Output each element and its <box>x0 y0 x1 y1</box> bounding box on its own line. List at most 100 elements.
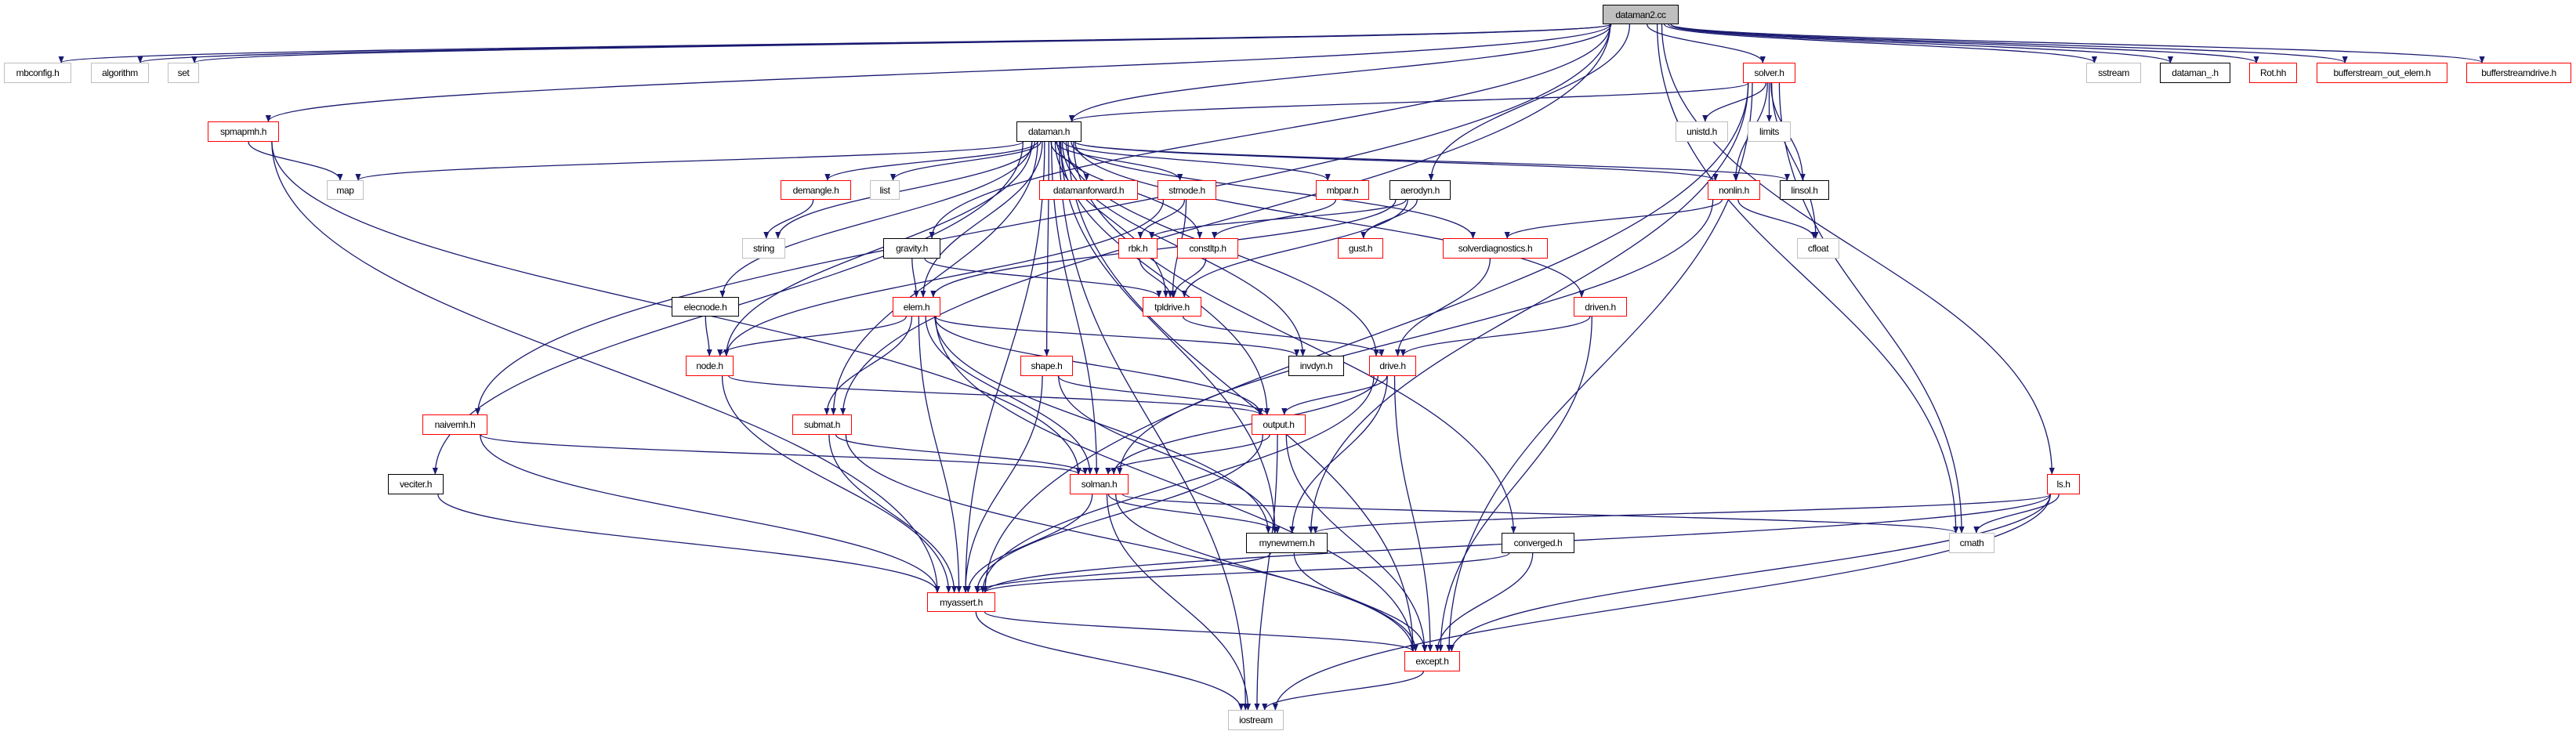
edge-drive-h-to-solman-h <box>1110 375 1379 475</box>
edge-strnode-h-to-rbk-h <box>1137 199 1186 239</box>
node-label: tpldrive.h <box>1154 301 1190 313</box>
graph-node-gust-h[interactable]: gust.h <box>1338 238 1383 259</box>
graph-node-node-h[interactable]: node.h <box>686 356 734 376</box>
graph-node-list: list <box>870 180 900 200</box>
graph-node-naivemh-h[interactable]: naivemh.h <box>422 414 487 435</box>
edge-dataman2-cc-to-cmath <box>1656 24 1959 534</box>
edge-dataman2-cc-to-rot-hh <box>1670 24 2259 63</box>
edge-aerodyn-h-to-elem-h <box>930 199 1397 298</box>
graph-node-output-h[interactable]: output.h <box>1252 414 1306 435</box>
edge-elecnode-h-to-node-h <box>705 316 712 356</box>
graph-node-converged-h[interactable]: converged.h <box>1502 533 1574 553</box>
edge-dataman-h-to-elecnode-h <box>719 141 1033 298</box>
edge-elem-h-to-mynewmem-h <box>934 316 1271 534</box>
graph-node-spmapmh-h[interactable]: spmapmh.h <box>208 121 279 142</box>
edge-dataman-h-to-mynewmem-h <box>1060 141 1278 534</box>
graph-node-solver-h[interactable]: solver.h <box>1743 63 1795 83</box>
graph-node-limits: limits <box>1748 121 1791 142</box>
graph-node-ls-h[interactable]: ls.h <box>2047 474 2080 494</box>
node-label: elem.h <box>903 301 930 313</box>
graph-node-datamanforward-h[interactable]: datamanforward.h <box>1039 180 1138 200</box>
node-label: bufferstream_out_elem.h <box>2333 67 2431 78</box>
graph-node-myassert-h[interactable]: myassert.h <box>927 592 995 612</box>
edge-converged-h-to-myassert-h <box>982 552 1510 593</box>
graph-node-constltp-h[interactable]: constltp.h <box>1177 238 1238 259</box>
node-label: limits <box>1759 126 1779 137</box>
graph-node-driven-h[interactable]: driven.h <box>1574 297 1627 317</box>
graph-node-linsol-h[interactable]: linsol.h <box>1780 180 1829 200</box>
graph-node-cmath: cmath <box>1949 533 1994 553</box>
graph-node-string: string <box>742 238 785 259</box>
graph-node-bufferstream-out-elem-h[interactable]: bufferstream_out_elem.h <box>2317 63 2447 83</box>
edge-dataman2-cc-to-spmapmh-h <box>266 24 1611 122</box>
graph-node-dataman2-cc[interactable]: dataman2.cc <box>1603 5 1679 24</box>
node-label: except.h <box>1415 656 1449 667</box>
graph-node-submat-h[interactable]: submat.h <box>792 414 852 435</box>
node-label: cfloat <box>1807 243 1829 254</box>
graph-node-mynewmem-h[interactable]: mynewmem.h <box>1246 533 1328 553</box>
graph-node-drive-h[interactable]: drive.h <box>1369 356 1416 376</box>
edge-dataman2-cc-to-gravity-h <box>929 24 1611 239</box>
node-label: submat.h <box>803 419 841 430</box>
edge-elem-h-to-submat-h <box>824 316 913 415</box>
graph-node-bufferstreamdrive-h[interactable]: bufferstreamdrive.h <box>2466 63 2571 83</box>
edge-dataman-h-to-shape-h <box>1044 141 1050 356</box>
edge-veciter-h-to-myassert-h <box>437 494 940 593</box>
graph-node-strnode-h[interactable]: strnode.h <box>1158 180 1216 200</box>
edge-dataman2-cc-to-dataman-h <box>1668 24 2173 63</box>
edge-solver-h-to-dataman-h <box>1069 82 1749 122</box>
edge-dataman2-cc-to-solver-h <box>1647 24 1766 63</box>
node-label: gravity.h <box>896 243 928 254</box>
edge-submat-h-to-solman-h <box>835 434 1089 475</box>
node-label: aerodyn.h <box>1400 184 1440 196</box>
graph-node-mbpar-h[interactable]: mbpar.h <box>1316 180 1369 200</box>
edge-ls-h-to-mynewmem-h <box>1313 494 2051 534</box>
edge-solver-h-to-cmath <box>1778 82 1965 534</box>
graph-node-invdyn-h[interactable]: invdyn.h <box>1288 356 1344 376</box>
edge-elem-h-to-myassert-h <box>918 316 962 593</box>
graph-node-except-h[interactable]: except.h <box>1404 651 1460 671</box>
graph-node-solman-h[interactable]: solman.h <box>1070 474 1129 494</box>
edge-dataman2-cc-to-set <box>192 24 1611 63</box>
node-label: solman.h <box>1081 479 1118 490</box>
edge-ls-h-to-iostream <box>1272 494 2051 711</box>
edge-solman-h-to-myassert-h <box>965 494 1093 593</box>
graph-node-rot-hh[interactable]: Rot.hh <box>2249 63 2297 83</box>
node-label: drive.h <box>1379 360 1406 371</box>
node-label: linsol.h <box>1791 184 1818 196</box>
graph-node-shape-h[interactable]: shape.h <box>1020 356 1073 376</box>
node-label: algorithm <box>102 67 138 78</box>
edge-output-h-to-solman-h <box>1105 434 1270 475</box>
graph-node-solverdiagnostics-h[interactable]: solverdiagnostics.h <box>1443 238 1548 259</box>
edge-solman-h-to-iostream <box>1106 494 1252 711</box>
graph-node-elem-h[interactable]: elem.h <box>893 297 940 317</box>
edge-solman-h-to-except-h <box>1115 494 1418 652</box>
graph-node-veciter-h[interactable]: veciter.h <box>388 474 444 494</box>
graph-node-rbk-h[interactable]: rbk.h <box>1118 238 1158 259</box>
node-label: nonlin.h <box>1719 184 1749 196</box>
graph-node-dataman-h[interactable]: dataman_.h <box>2160 63 2230 83</box>
edge-constltp-h-to-tpldrive-h <box>1171 258 1207 298</box>
graph-node-unistd-h: unistd.h <box>1676 121 1728 142</box>
edge-dataman2-cc-to-submat-h <box>840 24 1611 415</box>
graph-node-dataman-h[interactable]: dataman.h <box>1016 121 1081 142</box>
node-label: string <box>753 243 774 254</box>
node-label: Rot.hh <box>2260 67 2286 78</box>
edge-elem-h-to-invdyn-h <box>935 316 1300 356</box>
node-label: spmapmh.h <box>219 126 267 137</box>
node-label: map <box>336 184 354 196</box>
edge-solver-h-to-mynewmem-h <box>1308 82 1749 534</box>
graph-node-tpldrive-h[interactable]: tpldrive.h <box>1143 297 1201 317</box>
graph-node-demangle-h[interactable]: demangle.h <box>781 180 851 200</box>
edge-mynewmem-h-to-except-h <box>1293 552 1428 652</box>
graph-node-gravity-h[interactable]: gravity.h <box>883 238 940 259</box>
edge-driven-h-to-drive-h <box>1400 316 1591 356</box>
edge-converged-h-to-except-h <box>1434 552 1534 652</box>
edge-spmapmh-h-to-myassert-h <box>271 141 940 593</box>
edge-dataman-h-to-solverdiagnostics-h <box>1071 141 1476 239</box>
graph-node-aerodyn-h[interactable]: aerodyn.h <box>1389 180 1451 200</box>
graph-node-nonlin-h[interactable]: nonlin.h <box>1708 180 1760 200</box>
graph-node-elecnode-h[interactable]: elecnode.h <box>672 297 739 317</box>
